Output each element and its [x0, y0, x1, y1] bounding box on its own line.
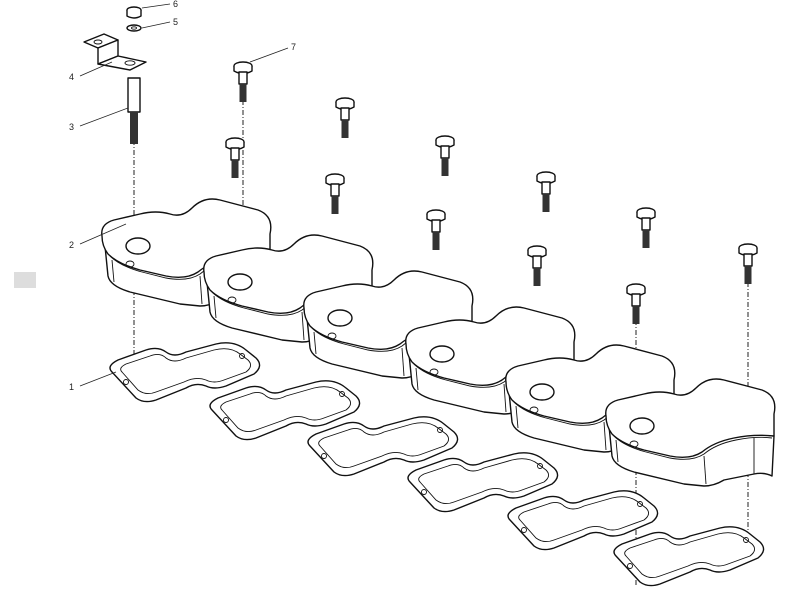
- bolt: [233, 61, 253, 103]
- gasket: [613, 526, 765, 587]
- callout-4-label: 4: [69, 72, 74, 82]
- callout-2-label: 2: [69, 240, 74, 250]
- bolt: [626, 283, 646, 325]
- bolt: [225, 137, 245, 179]
- bolt: [527, 245, 547, 287]
- bolt: [426, 209, 446, 251]
- callout-3: 3: [69, 107, 129, 132]
- bolt: [738, 243, 758, 285]
- callout-2: 2: [69, 223, 127, 250]
- callout-7: 7: [249, 42, 296, 63]
- callout-1-label: 1: [69, 382, 74, 392]
- callout-5-label: 5: [173, 17, 178, 27]
- stud-assembly: [83, 6, 147, 144]
- bolt: [636, 207, 656, 249]
- bolt: [435, 135, 455, 177]
- bracket: [83, 33, 147, 71]
- callout-5: 5: [141, 17, 178, 29]
- bolt: [536, 171, 556, 213]
- bolt: [335, 97, 355, 139]
- nut: [126, 6, 142, 19]
- washer: [126, 24, 142, 32]
- callout-4: 4: [69, 61, 113, 82]
- stud: [127, 77, 141, 144]
- callout-6-label: 6: [173, 0, 178, 9]
- callout-6: 6: [141, 0, 178, 9]
- callout-1: 1: [69, 371, 117, 392]
- callouts: 6 5 7 4 3 2 1: [69, 0, 296, 392]
- bolt: [325, 173, 345, 215]
- side-marker: [14, 272, 36, 288]
- callout-7-label: 7: [291, 42, 296, 52]
- callout-3-label: 3: [69, 122, 74, 132]
